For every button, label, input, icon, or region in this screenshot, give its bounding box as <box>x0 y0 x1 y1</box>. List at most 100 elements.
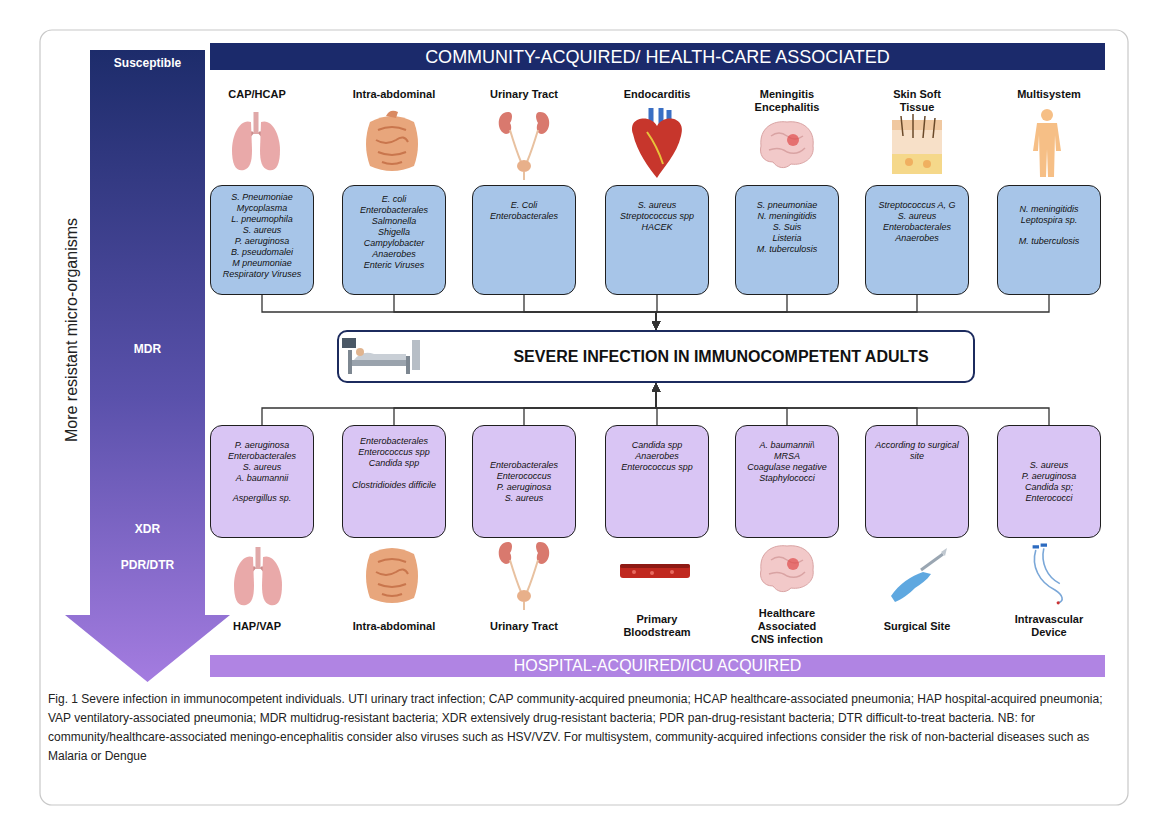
resistance-level: MDR <box>65 342 230 356</box>
lungs-icon <box>232 112 280 170</box>
site-heading: Multisystem <box>1004 88 1094 101</box>
figure-frame <box>40 30 1128 805</box>
pathogen-name: Anaerobes <box>611 451 703 462</box>
intestine-icon <box>366 548 418 603</box>
connector <box>656 383 787 425</box>
lungs-icon <box>260 121 280 170</box>
pathogen-box: N. meningitidisLeptospira sp.M. tubercul… <box>997 185 1101 295</box>
kidney-icon <box>517 160 531 172</box>
pathogen-name: According to surgical site <box>871 440 963 462</box>
resistance-level: PDR/DTR <box>65 558 230 572</box>
pathogen-box: A. baumannii\MRSACoagulase negative Stap… <box>735 425 839 538</box>
pathogen-name: Anaerobes <box>348 249 440 260</box>
brain-icon <box>769 557 805 577</box>
lungs-icon <box>232 121 252 170</box>
arrow-shape <box>65 50 230 682</box>
skin-icon <box>892 154 942 174</box>
pathogen-name: E. coli <box>348 194 440 205</box>
pathogen-name: A. baumannii <box>216 473 308 484</box>
pathogen-name: Enteric Viruses <box>348 260 440 271</box>
pathogen-name: Enterococcus spp <box>611 462 703 473</box>
site-heading: Skin Soft Tissue <box>884 88 950 114</box>
skin-icon <box>892 130 942 154</box>
pathogen-name: M. tuberculosis <box>1003 236 1095 247</box>
human-icon <box>1041 109 1053 121</box>
connector <box>394 295 656 330</box>
intestine-icon <box>366 116 418 171</box>
kidney-icon <box>499 112 550 180</box>
skin-icon <box>923 160 931 168</box>
pathogen-name: S. aureus <box>871 211 963 222</box>
box-title: HOSPITAL-ACQUIRED/ICU ACQUIRED <box>514 657 802 675</box>
catheter-icon <box>1033 545 1063 604</box>
pathogen-name: Respiratory Viruses <box>216 269 308 280</box>
brain-icon <box>787 134 799 146</box>
site-heading: Intra-abdominal <box>344 620 444 633</box>
icu-bed-icon <box>356 348 364 356</box>
pathogen-name: S. pneumoniae <box>741 200 833 211</box>
pathogen-box: EnterobacteralesEnterococcus sppCandida … <box>342 425 446 538</box>
pathogen-box: E. ColiEnterobacterales <box>472 185 576 295</box>
connector <box>524 295 656 330</box>
site-heading: Intravascular Device <box>1008 613 1090 639</box>
pathogen-name: S. aureus <box>1003 460 1095 471</box>
brain-icon <box>761 546 814 592</box>
pathogen-name: S. aureus <box>216 225 308 236</box>
pathogen-name: M pneumoniae <box>216 258 308 269</box>
site-heading: Intra-abdominal <box>344 88 444 101</box>
lungs-icon <box>254 112 259 134</box>
blood-vessel-icon <box>670 570 674 574</box>
lungs-icon <box>234 556 254 605</box>
icu-bed-icon <box>348 350 352 374</box>
pathogen-name: Enterobacterales <box>216 451 308 462</box>
brain-icon <box>769 133 805 153</box>
blood-vessel-icon <box>620 564 690 568</box>
pathogen-name: S. aureus <box>478 493 570 504</box>
pathogen-name: A. baumannii\ <box>741 440 833 451</box>
pathogen-box: Candida sppAnaerobesEnterococcus spp <box>605 425 709 538</box>
site-heading: Healthcare Associated CNS infection <box>746 607 828 646</box>
pathogen-name: P. aeruginosa <box>216 440 308 451</box>
pathogen-box: S. aureusStreptococcus sppHACEK <box>605 185 709 295</box>
pathogen-name: Enterobacterales <box>348 436 440 447</box>
icu-bed-icon <box>342 338 420 374</box>
pathogen-box: Streptococcus A, GS. aureusEnterobactera… <box>865 185 969 295</box>
section-band: COMMUNITY-ACQUIRED/ HEALTH-CARE ASSOCIAT… <box>210 43 1105 70</box>
pathogen-box: S. aureusP. aeruginosaCandida sp;Enteroc… <box>997 425 1101 538</box>
brain-icon <box>761 546 814 592</box>
connector <box>656 383 917 425</box>
pathogen-name: Enterobacterales <box>348 205 440 216</box>
site-heading: Meningitis Encephalitis <box>747 88 827 114</box>
connector <box>656 383 1049 425</box>
box-title: COMMUNITY-ACQUIRED/ HEALTH-CARE ASSOCIAT… <box>425 47 890 67</box>
pathogen-name: S. Pneumoniae <box>216 192 308 203</box>
catheter-icon <box>1034 550 1062 603</box>
pathogen-name: S. aureus <box>611 200 703 211</box>
resistance-level: Susceptible <box>65 56 230 70</box>
catheter-icon <box>1043 548 1060 583</box>
connector <box>262 383 656 425</box>
central-box: SEVERE INFECTION IN IMMUNOCOMPETENT ADUL… <box>337 330 975 383</box>
box-title: SEVERE INFECTION IN IMMUNOCOMPETENT ADUL… <box>513 348 928 366</box>
pathogen-name: Candida sp; <box>1003 482 1095 493</box>
pathogen-name: Enterococcus <box>478 471 570 482</box>
site-heading: Surgical Site <box>872 620 962 633</box>
site-heading: Urinary Tract <box>479 88 569 101</box>
pathogen-name: Salmonella <box>348 216 440 227</box>
pathogen-name: E. Coli <box>478 200 570 211</box>
axis-label: More resistant micro-organisms <box>62 180 82 480</box>
human-icon <box>1033 109 1061 177</box>
blood-vessel-icon <box>632 570 636 574</box>
pathogen-name: N. meningitidis <box>1003 204 1095 215</box>
intestine-icon <box>366 548 418 603</box>
lungs-icon <box>256 547 261 569</box>
scalpel-icon <box>891 548 947 602</box>
blood-vessel-icon <box>620 564 690 578</box>
icu-bed-icon <box>412 340 420 370</box>
pathogen-box: S. pneumoniaeN. meningitidisS. SuisListe… <box>735 185 839 295</box>
pathogen-name: S. Suis <box>741 222 833 233</box>
pathogen-name: P. aeruginosa <box>216 236 308 247</box>
human-icon <box>1033 123 1061 177</box>
site-heading: HAP/VAP <box>212 620 302 633</box>
pathogen-name: S. aureus <box>216 462 308 473</box>
